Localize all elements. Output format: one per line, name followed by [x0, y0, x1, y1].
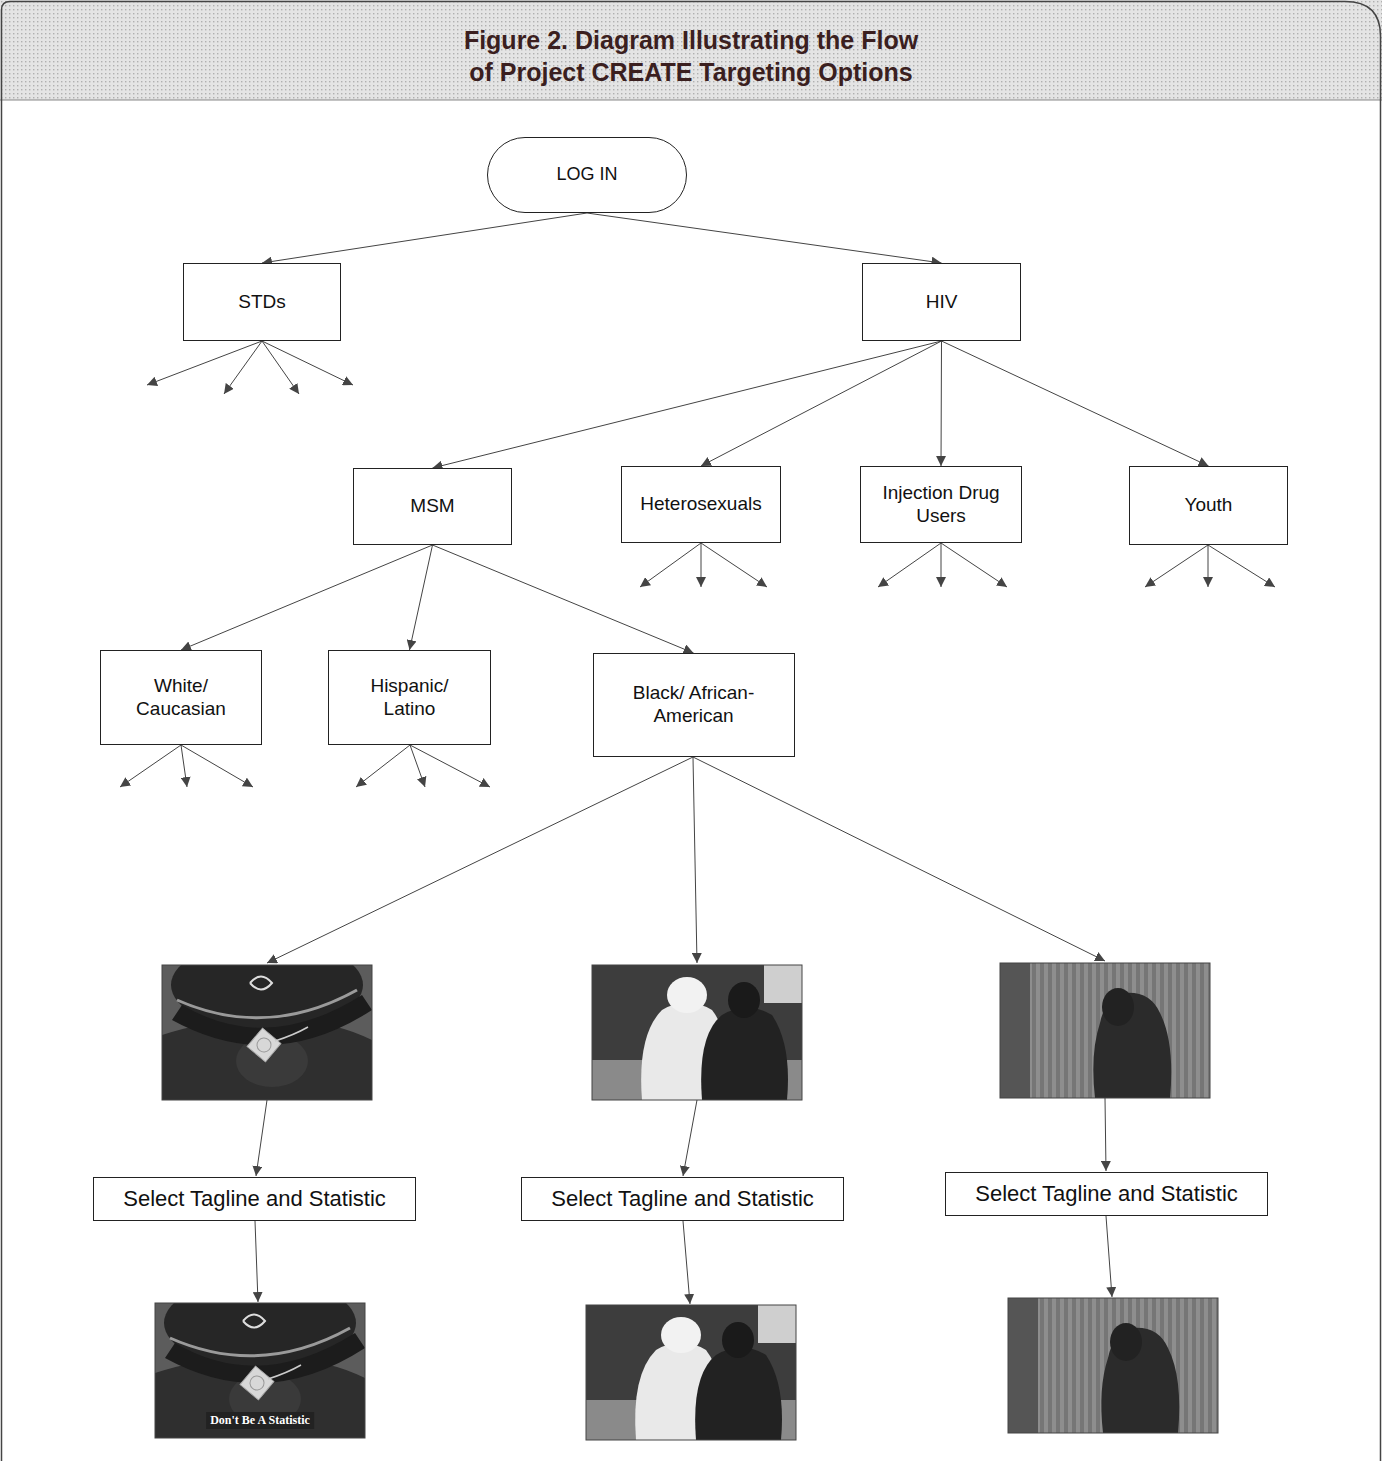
action-box: Select Tagline and Statistic: [93, 1177, 416, 1221]
node-label: Select Tagline and Statistic: [123, 1186, 386, 1212]
flow-arrow: [181, 545, 433, 650]
ad-photo: [592, 965, 802, 1100]
stub-arrow: [878, 543, 941, 587]
ad-photo: [1000, 963, 1210, 1098]
stub-arrow: [701, 543, 767, 587]
stub-arrow: [1208, 545, 1275, 587]
category-box: STDs: [183, 263, 341, 341]
flow-arrow: [267, 757, 693, 963]
flow-arrow: [433, 545, 694, 653]
final-ad-photo: [155, 1278, 365, 1438]
start-terminal: LOG IN: [487, 137, 687, 213]
action-box: Select Tagline and Statistic: [945, 1172, 1268, 1216]
action-box: Select Tagline and Statistic: [521, 1177, 844, 1221]
flow-arrow: [1106, 1216, 1112, 1297]
node-label: HIV: [926, 291, 958, 314]
final-ad-photo: [586, 1305, 796, 1440]
flow-arrow: [941, 341, 943, 466]
final-ad-photo: [1008, 1298, 1218, 1433]
flow-arrow: [693, 757, 1105, 961]
photo-border: [1008, 1298, 1218, 1433]
figure-title: Figure 2. Diagram Illustrating the Flow …: [241, 24, 1141, 88]
flow-arrow: [683, 1221, 690, 1304]
stub-arrow: [120, 745, 181, 787]
stub-arrow: [1145, 545, 1208, 587]
photo-border: [1000, 963, 1210, 1098]
category-box: Injection Drug Users: [860, 466, 1022, 543]
stub-arrow: [410, 745, 490, 787]
node-label: White/ Caucasian: [126, 675, 236, 721]
category-box: Black/ African-American: [593, 653, 795, 757]
flow-arrow: [1105, 1098, 1106, 1171]
node-label: Injection Drug Users: [871, 482, 1011, 528]
stub-arrow: [701, 543, 702, 587]
flow-arrow: [942, 341, 1209, 466]
photo-border: [162, 965, 372, 1100]
category-box: MSM: [353, 468, 512, 545]
category-box: White/ Caucasian: [100, 650, 262, 745]
stub-arrow: [941, 543, 1007, 587]
ad-tagline: Don't Be A Statistic: [206, 1412, 314, 1429]
node-label: MSM: [410, 495, 454, 518]
ad-photo: [162, 940, 372, 1100]
stub-arrow: [356, 745, 410, 787]
category-box: Youth: [1129, 466, 1288, 545]
stub-arrow: [941, 543, 942, 587]
category-box: Heterosexuals: [621, 466, 781, 543]
stub-arrow: [181, 745, 253, 787]
flow-arrow: [683, 1100, 697, 1176]
header-band: [0, 0, 1382, 100]
stub-arrow: [1208, 545, 1209, 587]
node-label: Youth: [1185, 494, 1233, 517]
flow-arrow: [587, 213, 942, 263]
node-label: Hispanic/ Latino: [360, 675, 460, 721]
stub-arrow: [224, 341, 262, 394]
node-label: Black/ African-American: [604, 682, 784, 728]
stub-arrows: [120, 341, 1275, 787]
flow-arrow: [433, 341, 942, 468]
flow-arrow: [693, 757, 697, 963]
photo-border: [586, 1305, 796, 1440]
category-box: HIV: [862, 263, 1021, 341]
node-label: LOG IN: [556, 164, 617, 186]
stub-arrow: [262, 341, 353, 385]
category-box: Hispanic/ Latino: [328, 650, 491, 745]
image-arrows: [255, 757, 1112, 1304]
node-label: STDs: [238, 291, 286, 314]
header-rule: [0, 100, 1382, 101]
flow-arrow: [410, 545, 433, 650]
node-label: Select Tagline and Statistic: [975, 1181, 1238, 1207]
stub-arrow: [181, 745, 187, 787]
stub-arrow: [147, 341, 262, 385]
photo-border: [592, 965, 802, 1100]
flow-arrow: [701, 341, 942, 466]
photo-border: [155, 1303, 365, 1438]
stub-arrow: [262, 341, 299, 394]
flow-arrow: [256, 1100, 267, 1176]
node-label: Select Tagline and Statistic: [551, 1186, 814, 1212]
flow-arrow: [255, 1221, 258, 1302]
node-label: Heterosexuals: [640, 493, 761, 516]
stub-arrow: [640, 543, 701, 587]
flow-arrow: [262, 213, 587, 263]
